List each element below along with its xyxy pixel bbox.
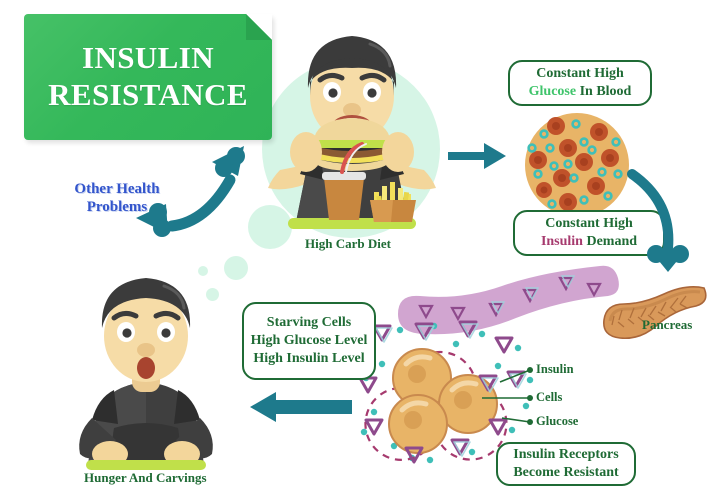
callout-receptors-line2: Become Resistant [513,465,619,480]
decorative-circle-tiny [206,288,219,301]
callout-starving-line3: High Insulin Level [253,350,365,366]
title-banner: INSULIN RESISTANCE [24,14,272,140]
cell-cluster-illustration [358,320,540,468]
label-high-carb-diet: High Carb Diet [305,236,391,251]
label-other-health-problems: Other Health Problems [42,180,192,217]
callout-insulin-line2: Insulin Demand [541,233,637,251]
arrow-cells-to-hunger [246,392,352,422]
decorative-circle-medium [248,205,292,249]
arrow-blood-to-pancreas [620,168,700,280]
eating-man-illustration [262,22,442,237]
callout-insulin-line1: Constant High [545,216,633,232]
callout-starving-cells: Starving Cells High Glucose Level High I… [242,302,376,380]
callout-starving-line2: High Glucose Level [250,333,368,349]
hungry-man-illustration [58,268,234,470]
label-hunger-cravings: Hunger And Carvings [84,470,207,485]
label-pancreas: Pancreas [642,317,693,332]
callout-glucose-line2: Glucose In Blood [529,83,632,101]
title-line-1: INSULIN [81,40,214,76]
callout-receptors-line1: Insulin Receptors [513,447,619,463]
legend-item-glucose: Glucose [536,414,579,428]
callout-glucose-in-blood: Constant High Glucose In Blood [508,60,652,106]
callout-insulin-demand: Constant High Insulin Demand [513,210,665,256]
arrow-hunger-to-diet [136,140,266,237]
page-title: INSULIN RESISTANCE [48,40,248,113]
glucose-highlight: Glucose [528,84,577,99]
pancreas-illustration [600,282,712,346]
arrow-diet-to-blood [448,140,510,172]
title-line-2: RESISTANCE [48,77,248,112]
insulin-stream-illustration [392,262,622,348]
other-health-line1: Other Health [74,181,160,197]
glucose-rest: In Blood [576,84,632,99]
insulin-highlight: Insulin [540,234,583,249]
callout-starving-line1: Starving Cells [266,315,352,331]
decorative-circle-corner [198,266,208,276]
decorative-circle-small [224,256,248,280]
other-health-line2: Problems [86,199,148,216]
legend-item-cells: Cells [536,390,563,404]
callout-glucose-line1: Constant High [536,66,624,82]
callout-receptors-resistant: Insulin Receptors Become Resistant [496,442,636,486]
legend-item-insulin: Insulin [536,362,574,376]
insulin-rest: Demand [582,234,638,249]
blood-circle-illustration [524,112,630,218]
legend: Insulin Cells Glucose [482,356,650,428]
